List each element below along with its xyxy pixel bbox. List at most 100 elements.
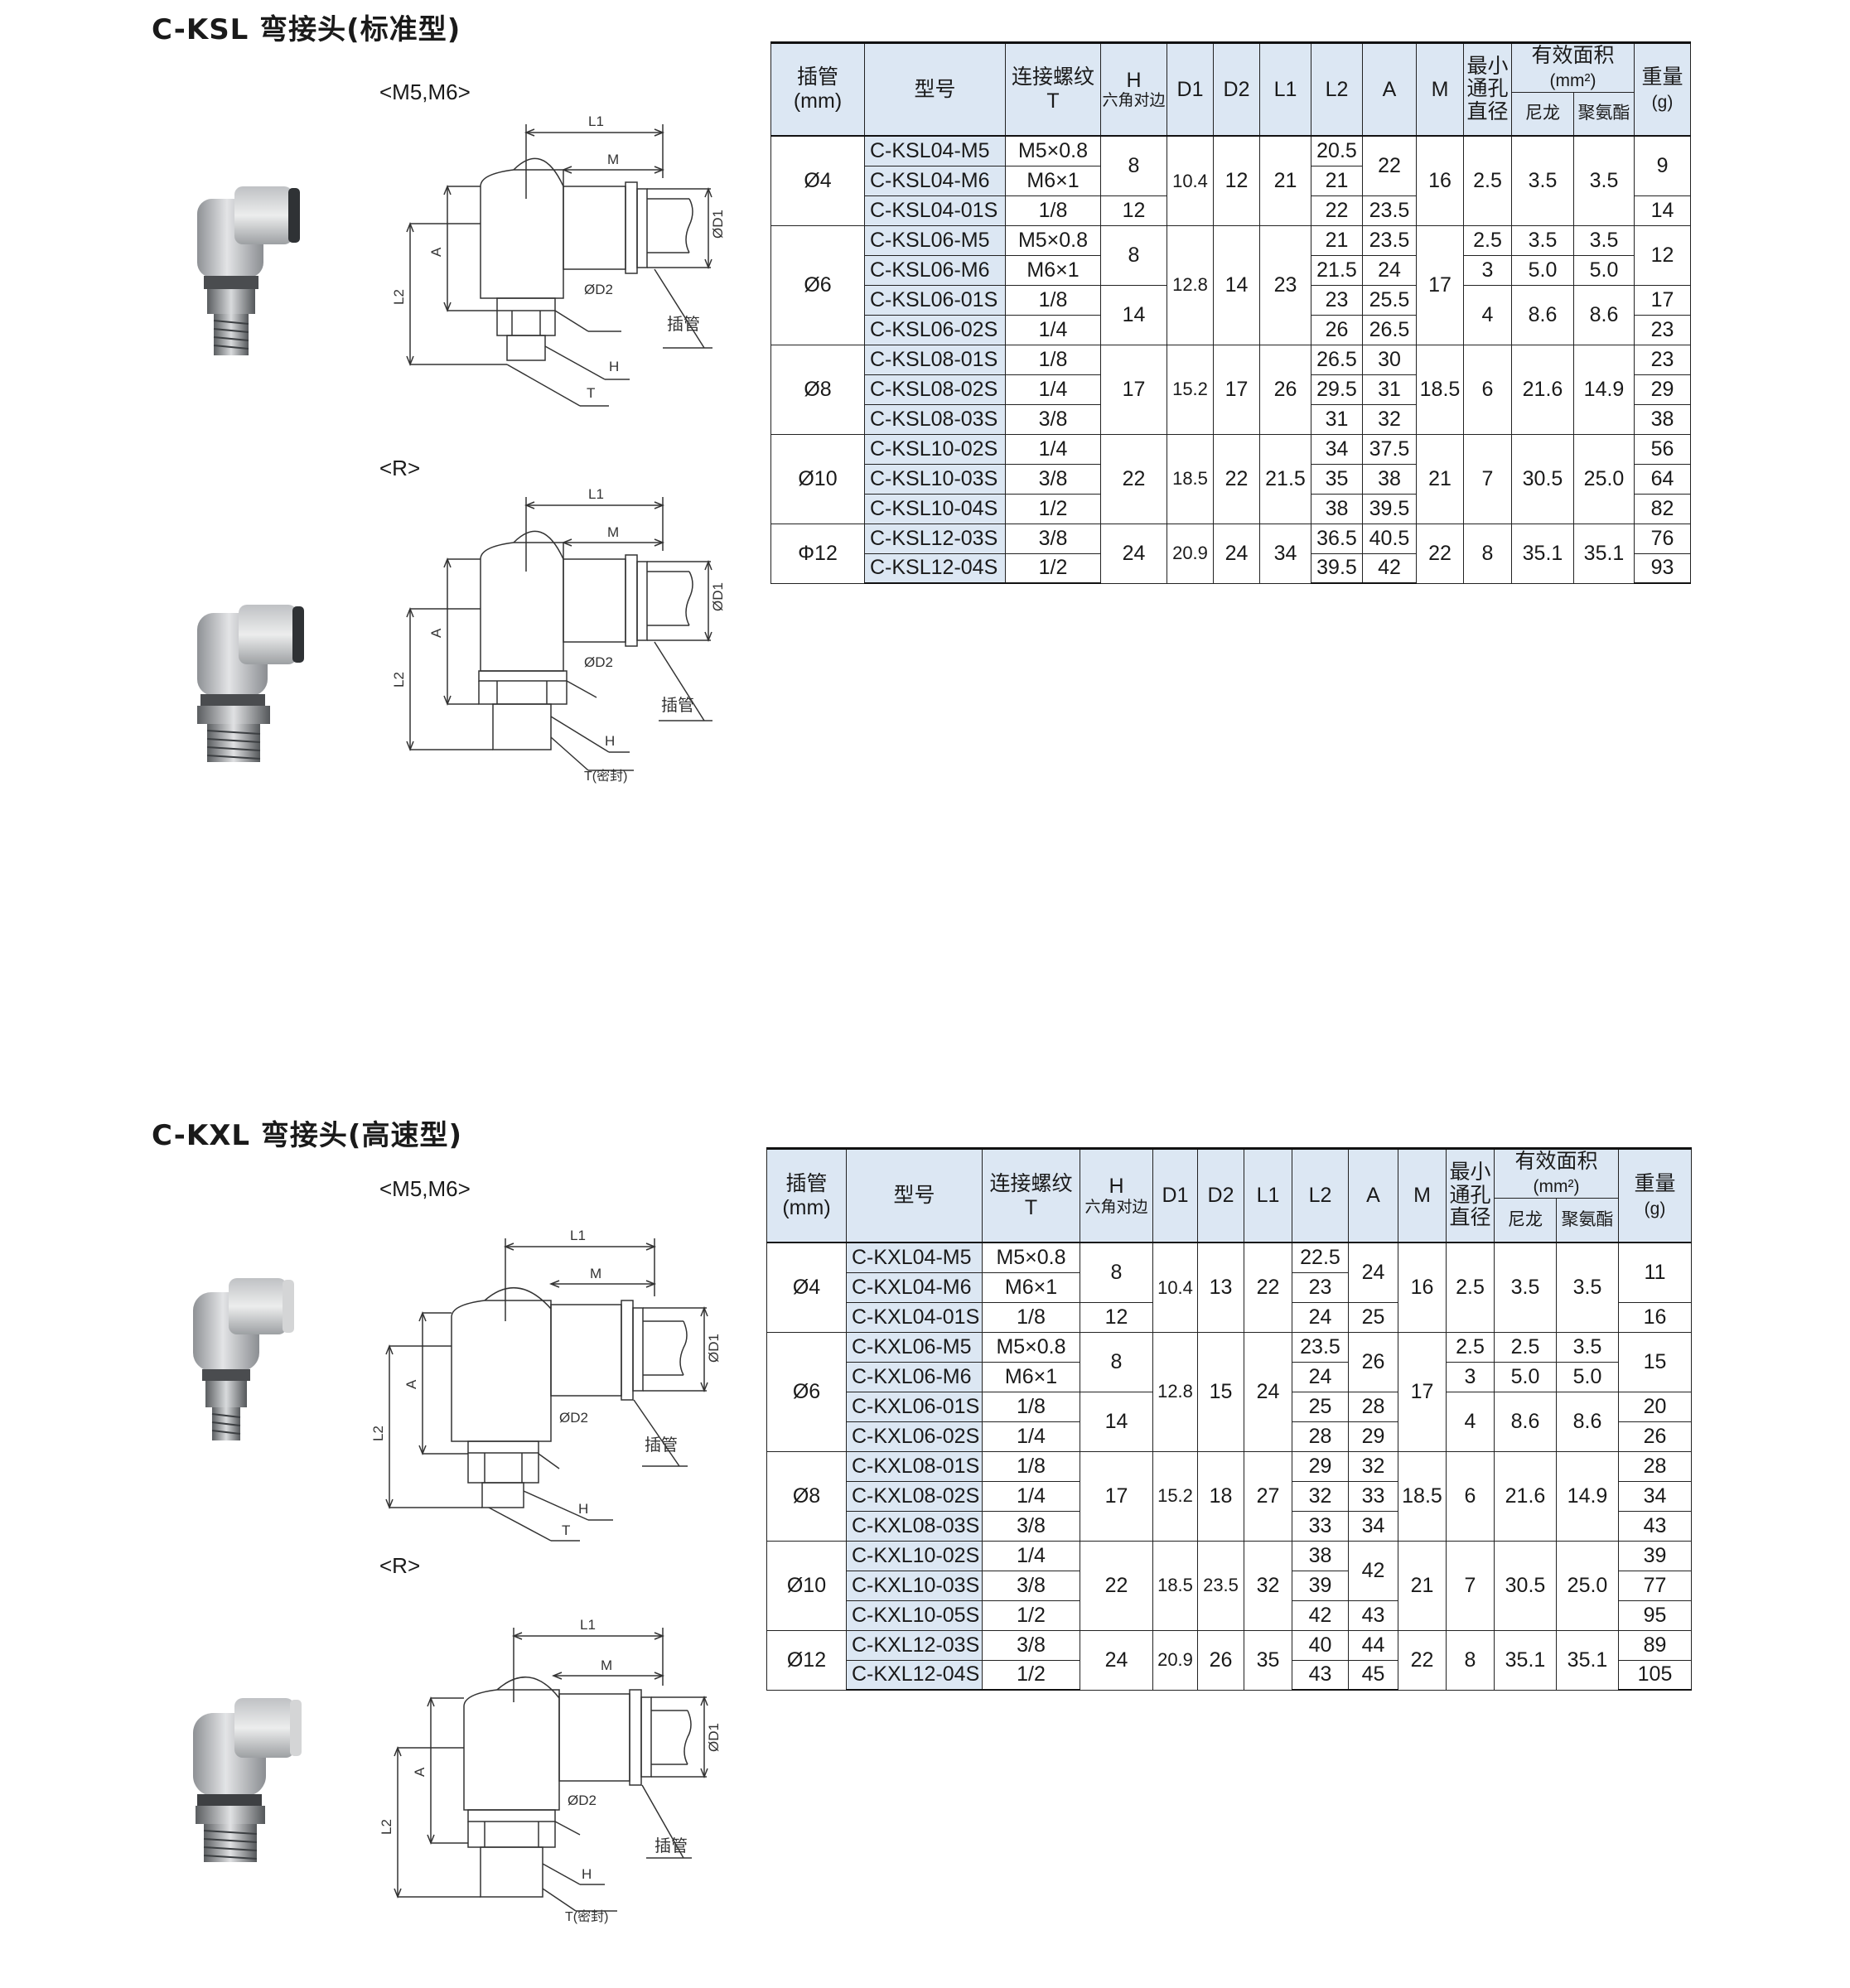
dim-label-t: T(密封) xyxy=(565,1909,608,1924)
table-row: C-KXL12-04S 1/2 43 45 105 xyxy=(767,1659,1693,1691)
header-eff-area: 有效面积(mm²) xyxy=(1493,1147,1620,1199)
section-title-kxl: C-KXL 弯接头(高速型) xyxy=(152,1119,462,1152)
header-weight: 重量(g) xyxy=(1634,41,1692,137)
dim-label-m: M xyxy=(590,1266,601,1281)
table-row: C-KXL06-01S 1/8 14 25 28 4 8.6 8.6 20 xyxy=(767,1391,1693,1452)
header-d2: D2 xyxy=(1197,1147,1244,1243)
dimension-drawing-ksl-r: L1 M ØD1 L2 A ØD2 H T(密封) 插管 xyxy=(391,486,726,784)
table-row: C-KXL10-03S 3/8 39 77 xyxy=(767,1570,1693,1601)
header-l2: L2 xyxy=(1292,1147,1349,1243)
header-a: A xyxy=(1362,41,1417,137)
dim-label-d2: ØD2 xyxy=(568,1793,597,1808)
header-model: 型号 xyxy=(864,41,1006,137)
table-row: C-KSL08-03S 3/8 31 32 38 xyxy=(771,403,1692,435)
dim-label-m: M xyxy=(607,524,619,540)
header-min-bore: 最小通孔直径 xyxy=(1446,1147,1495,1243)
dim-label-d1: ØD1 xyxy=(710,210,726,239)
header-d2: D2 xyxy=(1213,41,1260,137)
dim-label-t: T(密封) xyxy=(584,769,627,784)
table-row: C-KSL10-04S 1/2 38 39.5 82 xyxy=(771,493,1692,524)
header-m: M xyxy=(1416,41,1464,137)
table-row: C-KSL06-M6 M6×1 21.5 24 3 5.0 5.0 xyxy=(771,254,1691,286)
table-row: C-KSL04-01S 1/8 12 22 23.5 14 xyxy=(771,195,1692,226)
table-row: C-KXL08-02S 1/4 32 33 34 xyxy=(767,1480,1693,1512)
header-a: A xyxy=(1348,1147,1398,1243)
variant-label-r-ksl: <R> xyxy=(379,456,421,480)
dim-label-l2: L2 xyxy=(379,1819,394,1835)
dim-label-h: H xyxy=(578,1501,588,1517)
header-l1: L1 xyxy=(1244,1147,1292,1243)
dim-label-m: M xyxy=(607,152,619,167)
header-tube: 插管(mm) xyxy=(770,41,865,137)
dim-label-tube: 插管 xyxy=(667,315,700,334)
dim-label-a: A xyxy=(412,1767,427,1777)
header-m: M xyxy=(1398,1147,1447,1243)
dim-label-l1: L1 xyxy=(588,486,604,502)
dim-label-l2: L2 xyxy=(370,1426,386,1441)
header-weight: 重量(g) xyxy=(1618,1147,1693,1243)
table-row: C-KSL06-02S 1/4 26 26.5 23 xyxy=(771,314,1692,345)
dim-label-l2: L2 xyxy=(391,672,407,688)
table-row: Ø12 C-KXL12-03S 3/8 24 20.9 26 35 40 44 … xyxy=(766,1629,1693,1691)
dim-label-l1: L1 xyxy=(580,1617,596,1633)
variant-label-m5-kxl: <M5,M6> xyxy=(379,1176,471,1201)
table-row: C-KXL06-M6 M6×1 24 3 5.0 5.0 xyxy=(767,1361,1692,1392)
dim-label-t: T xyxy=(562,1522,570,1538)
table-row: C-KXL06-02S 1/4 28 29 26 xyxy=(767,1421,1693,1452)
dim-label-h: H xyxy=(609,359,619,374)
header-l1: L1 xyxy=(1259,41,1311,137)
dim-label-h: H xyxy=(582,1866,592,1882)
dim-label-l2: L2 xyxy=(391,289,407,305)
table-row: C-KSL12-04S 1/2 39.5 42 93 xyxy=(771,552,1692,584)
table-row: Ø4 C-KXL04-M5 M5×0.8 8 10.4 13 22 22.5 2… xyxy=(766,1242,1693,1333)
header-pu: 聚氨酯 xyxy=(1555,1197,1620,1243)
header-d1: D1 xyxy=(1167,41,1214,137)
dim-label-tube: 插管 xyxy=(645,1436,678,1455)
table-row: Ø10 C-KXL10-02S 1/4 22 18.5 23.5 32 38 4… xyxy=(766,1540,1693,1631)
table-row: Φ12 C-KSL12-03S 3/8 24 20.9 24 34 36.5 4… xyxy=(770,523,1692,584)
fitting-photo-ksl-m5 xyxy=(197,186,300,355)
fitting-photo-ksl-r xyxy=(197,605,304,762)
fitting-photo-kxl-m5 xyxy=(193,1278,294,1440)
header-model: 型号 xyxy=(846,1147,983,1243)
dim-label-d1: ØD1 xyxy=(706,1723,721,1752)
dim-label-a: A xyxy=(403,1379,419,1389)
dim-label-a: A xyxy=(428,628,444,638)
header-nylon: 尼龙 xyxy=(1511,91,1574,137)
table-row: C-KXL04-M6 M6×1 23 xyxy=(767,1271,1692,1303)
header-l2: L2 xyxy=(1311,41,1363,137)
section-title-ksl: C-KSL 弯接头(标准型) xyxy=(152,13,461,46)
table-row: Ø8 C-KSL08-01S 1/8 17 15.2 17 26 26.5 30… xyxy=(770,344,1692,435)
dim-label-d2: ØD2 xyxy=(584,282,613,297)
dim-label-l1: L1 xyxy=(570,1228,586,1243)
dim-label-tube: 插管 xyxy=(661,696,694,715)
header-tube: 插管(mm) xyxy=(766,1147,847,1243)
dim-label-d1: ØD1 xyxy=(710,582,726,611)
table-row: Ø8 C-KXL08-01S 1/8 17 15.2 18 27 29 32 1… xyxy=(766,1450,1693,1542)
table-row: C-KXL08-03S 3/8 33 34 43 xyxy=(767,1510,1693,1542)
dim-label-d2: ØD2 xyxy=(584,654,613,670)
dimension-drawing-kxl-r: L1 M ØD1 L2 A ØD2 H T(密封) 插管 xyxy=(379,1617,721,1924)
table-row: Ø6 C-KSL06-M5 M5×0.8 8 12.8 14 23 21 23.… xyxy=(770,224,1692,345)
dim-label-d2: ØD2 xyxy=(559,1410,588,1426)
header-pu: 聚氨酯 xyxy=(1572,91,1635,137)
header-eff-area: 有效面积(mm²) xyxy=(1510,41,1635,93)
header-d1: D1 xyxy=(1152,1147,1198,1243)
table-row: C-KXL10-05S 1/2 42 43 95 xyxy=(767,1600,1693,1631)
variant-label-r-kxl: <R> xyxy=(379,1553,421,1578)
dimension-drawing-ksl-m5: L1 M ØD1 L2 A ØD2 H T 插管 xyxy=(391,113,726,407)
table-row: C-KSL10-03S 3/8 35 38 64 xyxy=(771,463,1692,495)
dim-label-h: H xyxy=(605,733,615,749)
dimension-drawing-kxl-m5: L1 M ØD1 L2 A ØD2 H T 插管 xyxy=(370,1228,721,1542)
header-min-bore: 最小通孔直径 xyxy=(1463,41,1512,137)
variant-label-m5-ksl: <M5,M6> xyxy=(379,80,471,104)
dim-label-a: A xyxy=(428,247,444,257)
table-row: C-KXL04-01S 1/8 12 24 25 16 xyxy=(767,1301,1693,1333)
dim-label-d1: ØD1 xyxy=(706,1334,721,1363)
